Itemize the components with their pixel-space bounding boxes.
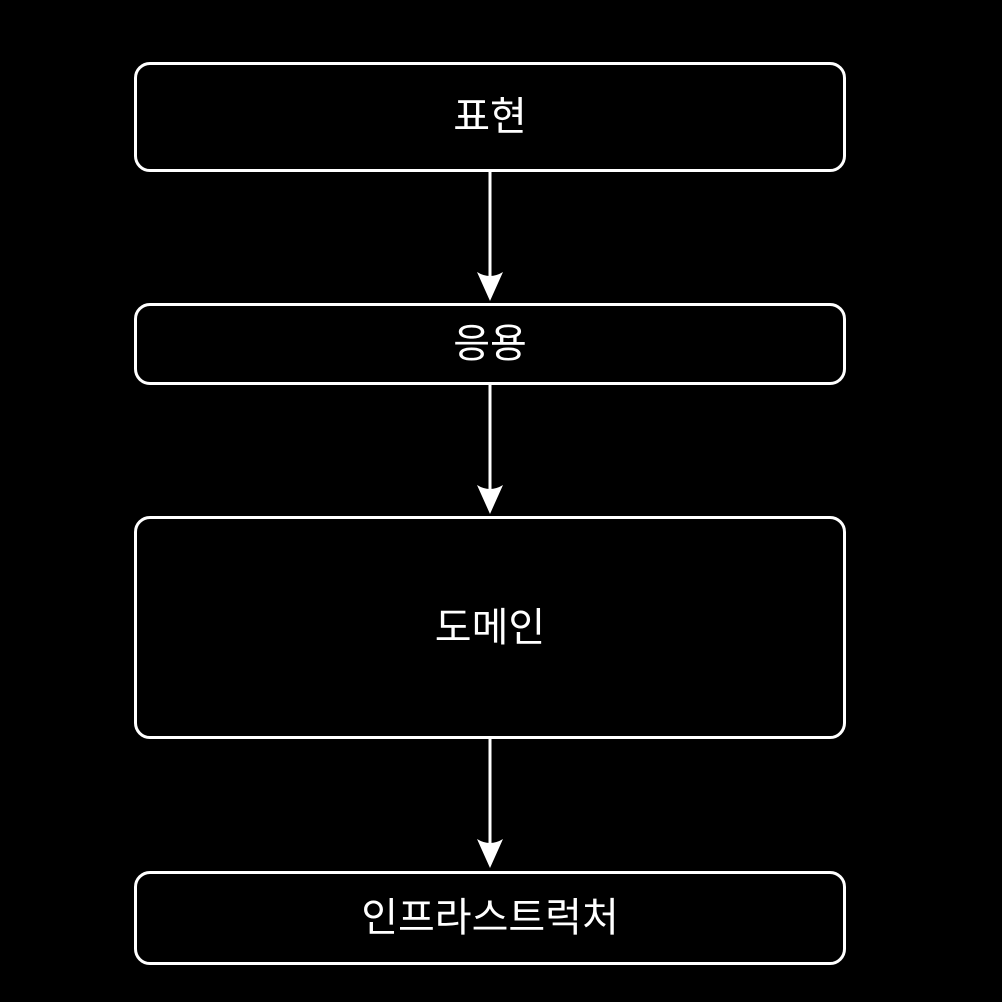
node-presentation: 표현 (134, 62, 846, 172)
node-domain-label: 도메인 (434, 605, 546, 650)
node-domain: 도메인 (134, 516, 846, 739)
edge-presentation-to-application (477, 172, 503, 301)
node-presentation-label: 표현 (453, 95, 527, 139)
arrowhead-down-icon (477, 485, 503, 514)
node-infrastructure-label: 인프라스트럭처 (361, 896, 619, 940)
node-application: 응용 (134, 303, 846, 385)
arrowhead-down-icon (477, 272, 503, 301)
arrowhead-down-icon (477, 839, 503, 868)
edge-application-to-domain (477, 385, 503, 514)
node-infrastructure: 인프라스트럭처 (134, 871, 846, 965)
node-application-label: 응용 (453, 322, 527, 366)
edge-domain-to-infrastructure (477, 739, 503, 868)
